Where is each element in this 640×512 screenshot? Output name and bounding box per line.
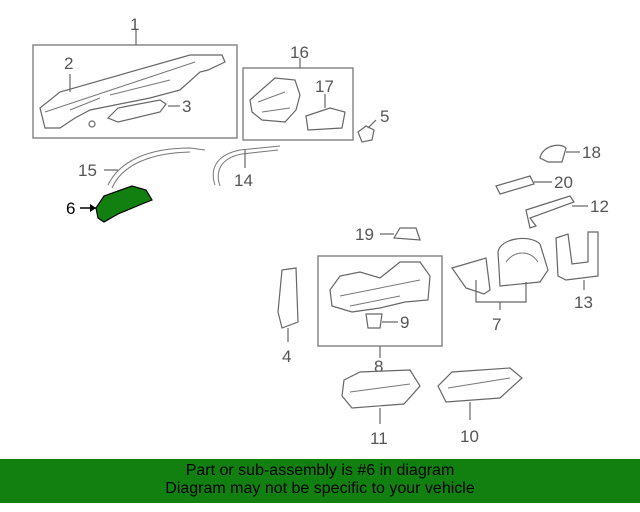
callout-5[interactable]: 5 <box>380 107 389 126</box>
part-15-shape[interactable] <box>107 147 206 186</box>
part-19-shape[interactable] <box>392 227 421 241</box>
callout-6[interactable]: 6 <box>66 199 75 218</box>
part-3-shape[interactable] <box>106 99 167 123</box>
part-9-shape[interactable] <box>365 313 383 329</box>
callout-16[interactable]: 16 <box>290 43 309 62</box>
callout-14[interactable]: 14 <box>234 171 253 190</box>
callout-18[interactable]: 18 <box>582 143 601 162</box>
callout-8[interactable]: 8 <box>374 357 383 376</box>
part-17-shape[interactable] <box>305 107 346 131</box>
callout-1[interactable]: 1 <box>130 15 139 34</box>
part-8-group: 9 8 <box>317 255 443 376</box>
part-12-shape[interactable] <box>525 195 575 229</box>
banner-line-1: Part or sub-assembly is #6 in diagram <box>185 462 455 479</box>
part-10-shape[interactable] <box>437 367 523 403</box>
part-2-shape[interactable] <box>39 54 226 129</box>
part-14-shape[interactable] <box>212 145 281 186</box>
banner-line-2: Diagram may not be specific to your vehi… <box>165 480 475 497</box>
group-box-16 <box>242 67 354 141</box>
callout-11[interactable]: 11 <box>370 429 388 448</box>
part-8-shape[interactable] <box>329 261 431 313</box>
part-7a-shape[interactable] <box>451 257 491 295</box>
part-5-shape[interactable] <box>357 125 375 143</box>
part-16-shape[interactable] <box>249 77 301 123</box>
part-6-shape[interactable] <box>95 185 153 223</box>
part-1-group: 1 2 3 <box>32 15 238 139</box>
part-7-group: 7 <box>451 237 549 334</box>
callout-13[interactable]: 13 <box>574 293 593 312</box>
group-box-1 <box>32 44 238 139</box>
part-11-shape[interactable] <box>341 369 421 409</box>
callout-7[interactable]: 7 <box>492 315 501 334</box>
part-18-shape[interactable] <box>539 144 567 163</box>
callout-9[interactable]: 9 <box>400 313 409 332</box>
callout-2[interactable]: 2 <box>64 54 73 73</box>
part-6-highlighted[interactable]: 6 <box>66 185 153 223</box>
part-notice-banner: Part or sub-assembly is #6 in diagram Di… <box>0 459 640 503</box>
part-16-group: 16 17 <box>242 43 354 141</box>
callout-3[interactable]: 3 <box>182 97 191 116</box>
part-20-shape[interactable] <box>495 175 535 195</box>
callout-15[interactable]: 15 <box>78 161 97 180</box>
callout-17[interactable]: 17 <box>315 77 334 96</box>
callout-4[interactable]: 4 <box>282 347 291 366</box>
part-7b-shape[interactable] <box>497 237 549 287</box>
callout-20[interactable]: 20 <box>554 173 573 192</box>
callout-12[interactable]: 12 <box>590 197 609 216</box>
callout-10[interactable]: 10 <box>460 427 479 446</box>
part-4-shape[interactable] <box>277 267 299 329</box>
callout-19[interactable]: 19 <box>355 225 374 244</box>
part-13-shape[interactable] <box>555 231 599 281</box>
